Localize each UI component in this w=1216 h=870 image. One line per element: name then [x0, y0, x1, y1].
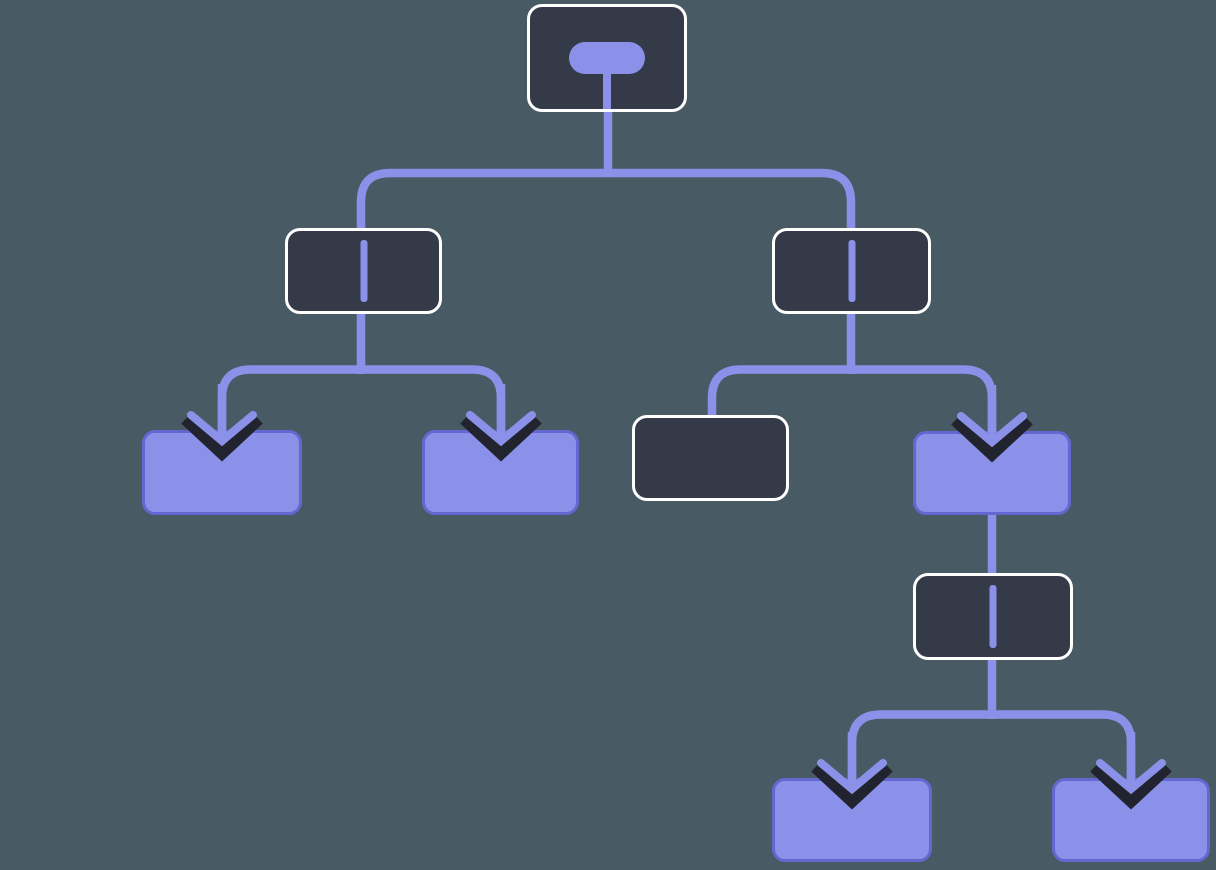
- pass-through-line: [989, 585, 997, 648]
- leaf-node-2[interactable]: [422, 430, 579, 515]
- root-pill: [569, 42, 645, 74]
- leaf-node-3[interactable]: [913, 431, 1071, 515]
- leaf-node-5[interactable]: [1052, 778, 1210, 862]
- leaf-node-4[interactable]: [772, 778, 932, 862]
- branch-node-right[interactable]: [772, 228, 931, 314]
- branch-node-mid[interactable]: [913, 573, 1073, 660]
- leaf-node-1[interactable]: [142, 430, 302, 515]
- root-pill-stem: [603, 71, 611, 109]
- root-node[interactable]: [527, 4, 687, 112]
- pass-through-line: [848, 240, 855, 302]
- dark-leaf-node[interactable]: [632, 415, 789, 501]
- pass-through-line: [360, 240, 367, 302]
- edge-bottom-junction: [847, 710, 1136, 786]
- branch-node-left[interactable]: [285, 228, 442, 314]
